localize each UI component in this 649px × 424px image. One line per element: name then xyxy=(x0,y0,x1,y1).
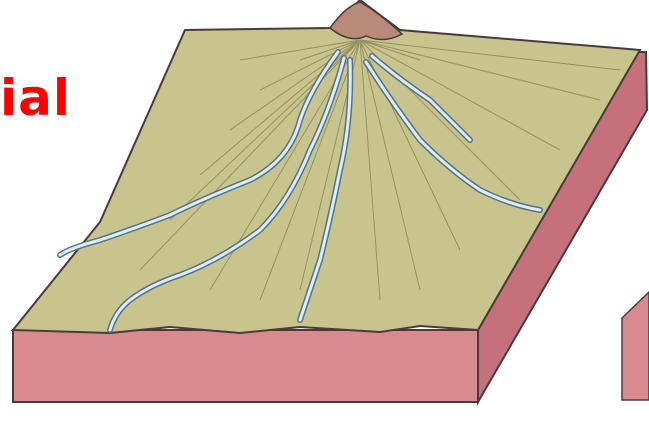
block-front-face xyxy=(13,330,478,402)
second-block-partial xyxy=(622,292,649,400)
caption-text-partial: ial xyxy=(0,68,71,128)
terrain-block xyxy=(13,0,647,402)
volcano-peak xyxy=(330,2,402,40)
